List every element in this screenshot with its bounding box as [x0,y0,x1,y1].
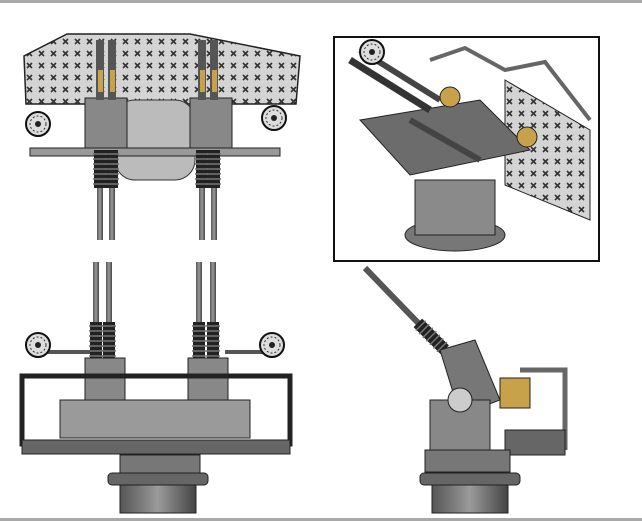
iso-rail [429,45,592,122]
bottom-rule [0,518,642,521]
carriage-right [189,97,233,151]
handwheel-right [261,105,287,131]
ammo-clip [98,70,103,92]
carriage-left [84,97,128,151]
side-view [362,265,568,514]
front-handwheel-right [259,332,285,358]
shield-plate [23,33,301,105]
front-base-ring [107,472,209,486]
front-handwheel-left [25,332,51,358]
crossbar [29,147,281,157]
iso-ammo [439,86,461,108]
side-pedestal [431,484,509,514]
gun-pair-left [92,40,120,240]
side-base-ring [419,472,521,486]
iso-handwheel [359,39,385,65]
side-rail [520,367,568,450]
handwheel-left [25,111,51,137]
gun-pair-right [194,40,222,240]
top-view [23,33,301,240]
iso-pedestal [414,179,496,236]
side-barrel [362,265,428,333]
front-view [19,262,293,514]
iso-view [333,36,600,262]
top-rule [0,0,642,3]
front-pedestal [119,484,197,514]
front-guns [84,262,229,409]
iso-barrel [348,57,432,113]
side-ammo [499,377,531,409]
